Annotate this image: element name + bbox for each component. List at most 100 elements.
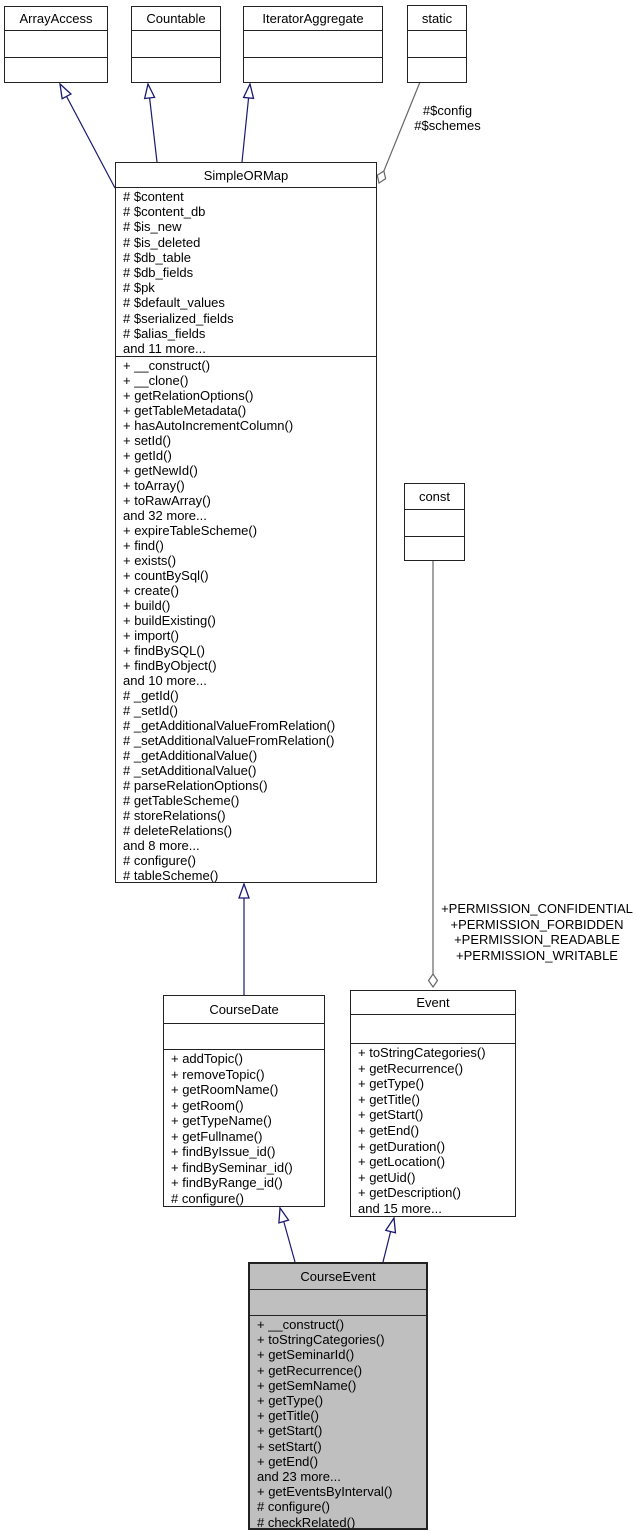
member-row: + getRoom() — [171, 1097, 244, 1113]
member-row: + getSeminarId() — [257, 1347, 355, 1363]
member-row: # _getAdditionalValue() — [123, 748, 258, 763]
attributes-compartment — [351, 1014, 515, 1043]
member-row: # configure() — [171, 1190, 244, 1206]
edge-courseevent-to-coursedate — [278, 1206, 296, 1263]
member-row: # $serialized_fields — [123, 310, 234, 326]
member-row: # $pk — [123, 280, 155, 296]
member-row: + findBySQL() — [123, 643, 206, 658]
member-row: + getEventsByInterval() — [257, 1484, 393, 1500]
edge-label-line: +PERMISSION_READABLE — [454, 932, 620, 947]
member-row: and 8 more... — [123, 838, 200, 853]
member-row: + getUid() — [358, 1169, 416, 1185]
member-row: + countBySql() — [123, 568, 209, 583]
attributes-compartment — [164, 1023, 324, 1049]
edge-label-line: +PERMISSION_CONFIDENTIAL — [441, 901, 633, 916]
member-row: + getEnd() — [257, 1453, 319, 1469]
member-row: + findByObject() — [123, 658, 217, 673]
member-row: + getLocation() — [358, 1154, 446, 1170]
member-row: + find() — [123, 538, 164, 553]
member-row: + getTitle() — [257, 1408, 320, 1424]
attributes-compartment — [132, 30, 220, 57]
member-row: + toArray() — [123, 478, 185, 493]
member-row: # $is_new — [123, 219, 182, 235]
edge-label-line: +PERMISSION_WRITABLE — [456, 947, 618, 963]
methods-compartment: + addTopic()+ removeTopic()+ getRoomName… — [164, 1049, 324, 1206]
class-node-arrayaccess[interactable]: ArrayAccess — [4, 6, 108, 83]
member-row: + removeTopic() — [171, 1066, 265, 1082]
attributes-compartment — [250, 1289, 426, 1315]
class-node-countable[interactable]: Countable — [131, 6, 221, 83]
member-row: # _setId() — [123, 703, 178, 718]
edge-simpleormap-to-countable — [143, 82, 158, 163]
class-title: const — [418, 489, 451, 504]
member-row: # _getAdditionalValueFromRelation() — [123, 718, 336, 733]
edge-label-static-members: #$config #$schemes — [400, 103, 495, 133]
class-node-coursedate[interactable]: CourseDate + addTopic()+ removeTopic()+ … — [163, 995, 325, 1207]
member-row: # $alias_fields — [123, 325, 206, 341]
member-row: + getRelationOptions() — [123, 388, 254, 403]
class-node-simpleormap[interactable]: SimpleORMap # $content# $content_db# $is… — [115, 162, 377, 883]
methods-compartment — [132, 57, 220, 82]
class-title: IteratorAggregate — [262, 11, 364, 26]
edge-label-line: +PERMISSION_FORBIDDEN — [450, 916, 624, 932]
class-title: CourseDate — [209, 1002, 279, 1017]
member-row: + toStringCategories() — [358, 1045, 486, 1060]
class-node-static[interactable]: static — [407, 5, 467, 83]
member-row: # $db_table — [123, 249, 191, 265]
member-row: + findBySeminar_id() — [171, 1159, 293, 1175]
member-row: + getNewId() — [123, 463, 198, 478]
member-row: # getTableScheme() — [123, 793, 240, 808]
member-row: + findByIssue_id() — [171, 1144, 276, 1159]
class-node-iteratoraggregate[interactable]: IteratorAggregate — [243, 6, 383, 83]
methods-compartment: + __construct()+ __clone()+ getRelationO… — [116, 356, 376, 882]
member-row: + getDescription() — [358, 1185, 461, 1201]
member-row: + __construct() — [257, 1317, 345, 1332]
member-row: + findByRange_id() — [171, 1175, 283, 1190]
member-row: + __clone() — [123, 373, 189, 388]
edge-label-line: #$schemes — [414, 118, 481, 133]
member-row: + getTableMetadata() — [123, 403, 247, 418]
member-row: + create() — [123, 583, 179, 598]
class-title: Event — [416, 995, 450, 1010]
attributes-compartment — [5, 30, 107, 57]
edge-simpleormap-to-arrayaccess — [59, 82, 116, 189]
member-row: + getRecurrence() — [358, 1060, 464, 1076]
member-row: and 11 more... — [123, 341, 206, 356]
methods-compartment — [405, 536, 464, 560]
member-row: + toRawArray() — [123, 493, 211, 508]
member-row: # configure() — [123, 853, 196, 868]
member-row: and 23 more... — [257, 1469, 341, 1485]
member-row: + getSemName() — [257, 1377, 357, 1393]
member-row: + getDuration() — [358, 1138, 446, 1154]
member-row: + getFullname() — [171, 1128, 263, 1144]
attributes-compartment — [408, 30, 466, 57]
member-row: + getRoomName() — [171, 1082, 279, 1097]
member-row: + expireTableScheme() — [123, 523, 258, 538]
methods-compartment: + toStringCategories()+ getRecurrence()+… — [351, 1043, 515, 1216]
class-node-courseevent[interactable]: CourseEvent + __construct()+ toStringCat… — [248, 1262, 428, 1530]
class-node-const[interactable]: const — [404, 483, 465, 561]
member-row: + hasAutoIncrementColumn() — [123, 418, 294, 433]
member-row: # $content_db — [123, 204, 206, 220]
methods-compartment — [5, 57, 107, 82]
member-row: # configure() — [257, 1499, 330, 1515]
edge-simpleormap-to-iteratoraggregate — [241, 82, 255, 163]
member-row: + toStringCategories() — [257, 1332, 385, 1348]
methods-compartment — [244, 57, 382, 82]
member-row: + addTopic() — [171, 1051, 243, 1066]
member-row: + getId() — [123, 448, 172, 463]
class-title: Countable — [146, 11, 206, 26]
member-row: # tableScheme() — [123, 868, 219, 882]
member-row: + getRecurrence() — [257, 1362, 363, 1378]
member-row: + getStart() — [358, 1107, 424, 1123]
methods-compartment — [408, 57, 466, 82]
member-row: # $content — [123, 189, 184, 204]
edge-label-line: #$config — [422, 103, 473, 118]
member-row: # checkRelated() — [257, 1514, 356, 1528]
member-row: + getType() — [358, 1076, 425, 1092]
class-node-event[interactable]: Event + toStringCategories()+ getRecurre… — [350, 990, 516, 1217]
member-row: # storeRelations() — [123, 808, 226, 823]
class-title: CourseEvent — [300, 1269, 376, 1284]
member-row: and 32 more... — [123, 508, 207, 523]
